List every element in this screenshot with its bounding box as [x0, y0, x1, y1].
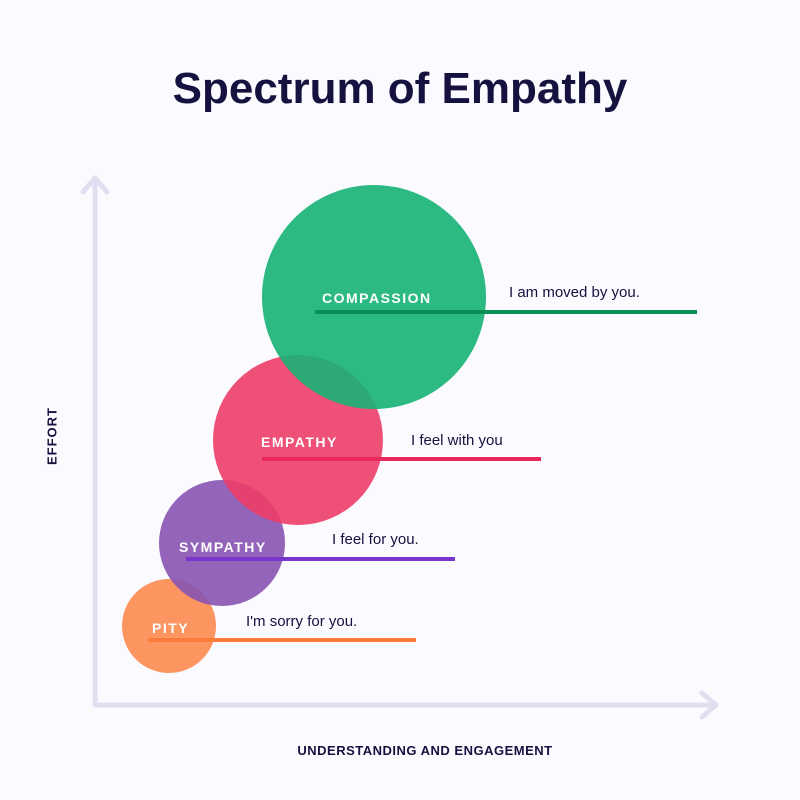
compassion-circle — [262, 185, 486, 409]
y-axis-label: EFFORT — [44, 407, 60, 465]
x-axis-arrow-icon — [699, 690, 719, 720]
x-axis-label: UNDERSTANDING AND ENGAGEMENT — [297, 743, 553, 758]
sympathy-phrase: I feel for you. — [332, 531, 419, 548]
page-title: Spectrum of Empathy — [172, 64, 628, 113]
pity-label: PITY — [152, 620, 190, 636]
y-axis-arrow-icon — [80, 175, 110, 195]
pity-circle — [122, 579, 216, 673]
axes — [80, 175, 719, 720]
empathy-phrase: I feel with you — [411, 432, 503, 449]
compassion-label: COMPASSION — [322, 290, 432, 306]
empathy-label: EMPATHY — [261, 434, 338, 450]
sympathy-label: SYMPATHY — [179, 539, 267, 555]
compassion-phrase: I am moved by you. — [509, 284, 640, 301]
pity-phrase: I'm sorry for you. — [246, 613, 358, 630]
